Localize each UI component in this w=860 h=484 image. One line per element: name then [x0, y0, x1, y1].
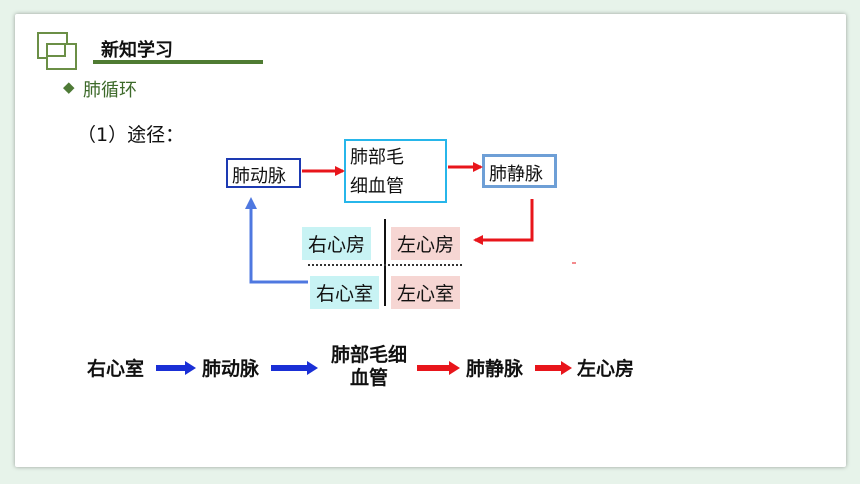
flow-arrow-2: [271, 361, 318, 375]
arrow-ventricle-to-artery: [245, 197, 308, 284]
lung-capillary-box: 肺部毛 细血管: [344, 139, 447, 203]
capillary-line-1: 肺部毛: [350, 147, 404, 168]
flow-arrow-3: [417, 361, 460, 375]
right-ventricle-cell: 右心室: [310, 276, 380, 309]
logo-square-overlap: [46, 43, 66, 57]
step-label: （1）途径：: [77, 124, 185, 146]
flow-pulmonary-artery: 肺动脉: [202, 358, 260, 380]
flow-left-atrium: 左心房: [577, 358, 635, 380]
flow-lung-capillary: 肺部毛细 血管: [323, 344, 415, 390]
section-title: 新知学习: [101, 40, 173, 61]
flow-capillary-line-1: 肺部毛细: [330, 344, 407, 366]
title-underline: [93, 60, 263, 64]
diamond-bullet-icon: ◆: [63, 78, 75, 96]
flow-arrow-1: [156, 361, 196, 375]
flow-arrow-4: [535, 361, 572, 375]
capillary-line-2: 细血管: [350, 176, 404, 197]
slide-canvas: 新知学习 ◆ 肺循环 （1）途径： 肺动脉 肺部毛 细血管 肺静脉 右心房 左心…: [15, 14, 846, 467]
pulmonary-artery-box: 肺动脉: [226, 158, 301, 188]
topic-heading: 肺循环: [83, 80, 137, 101]
right-atrium-cell: 右心房: [302, 227, 372, 260]
left-ventricle-cell: 左心室: [391, 276, 461, 309]
arrow-layer: [156, 162, 576, 375]
left-atrium-cell: 左心房: [391, 227, 461, 260]
arrow-vein-to-left-atrium: [473, 199, 534, 245]
flow-right-ventricle: 右心室: [87, 358, 145, 380]
flow-capillary-line-2: 血管: [349, 367, 388, 389]
flow-pulmonary-vein: 肺静脉: [466, 358, 524, 380]
pulmonary-vein-box: 肺静脉: [482, 154, 557, 188]
